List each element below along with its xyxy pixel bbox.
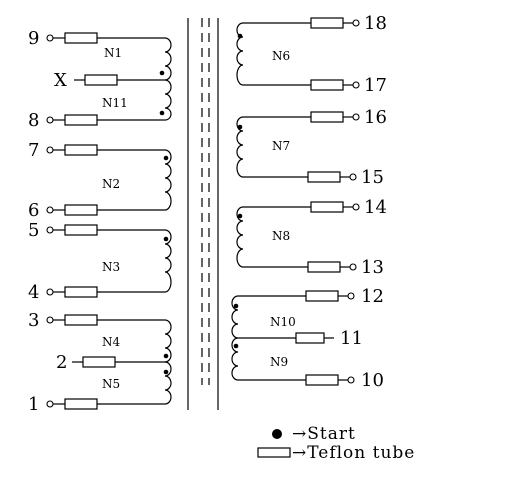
winding-label-n9: N9 (270, 355, 288, 369)
teflon-tube (305, 290, 339, 302)
terminal-1 (46, 400, 54, 408)
winding-n8 (236, 201, 360, 273)
terminal-3 (46, 316, 54, 324)
terminal-9 (46, 34, 54, 42)
teflon-tube (64, 286, 98, 298)
start-dot (237, 124, 243, 130)
terminal-7 (46, 146, 54, 154)
legend-start-dot (272, 429, 282, 439)
teflon-tube (84, 74, 118, 86)
primary-side: 9 X 8 N1 N11 7 6 N2 5 (28, 28, 172, 415)
teflon-tube (305, 374, 339, 386)
teflon-tube (64, 224, 98, 236)
start-dot (237, 33, 243, 39)
pin-label-4: 4 (28, 282, 39, 303)
terminal-4 (46, 288, 54, 296)
pin-label-16: 16 (364, 107, 387, 128)
winding-n4-n5 (46, 314, 172, 410)
start-dot (237, 213, 243, 219)
teflon-tube (64, 144, 98, 156)
winding-n10-n9 (231, 290, 355, 386)
pin-label-7: 7 (28, 140, 39, 161)
pin-label-12: 12 (361, 286, 384, 307)
pin-label-10: 10 (361, 370, 384, 391)
terminal-12 (347, 292, 355, 300)
winding-n1 (46, 32, 172, 126)
terminal-16 (352, 113, 360, 121)
start-dot (233, 343, 239, 349)
winding-label-n11: N11 (102, 96, 128, 110)
pin-label-15: 15 (361, 167, 384, 188)
winding-n2 (46, 144, 172, 216)
winding-label-n3: N3 (102, 260, 120, 274)
terminal-18 (352, 19, 360, 27)
start-dot (163, 155, 169, 161)
terminal-6 (46, 206, 54, 214)
start-dot (159, 70, 165, 76)
teflon-tube (64, 114, 98, 126)
winding-label-n4: N4 (102, 335, 121, 349)
winding-label-n1: N1 (104, 46, 122, 60)
teflon-tube (64, 314, 98, 326)
pin-label-x: X (54, 70, 67, 91)
teflon-tube (310, 111, 344, 123)
teflon-tube (64, 204, 98, 216)
start-dot (163, 236, 169, 242)
core (187, 18, 219, 410)
winding-label-n6: N6 (272, 49, 290, 63)
winding-label-n5: N5 (102, 377, 120, 391)
pin-label-9: 9 (28, 28, 39, 49)
pin-label-18: 18 (364, 13, 387, 34)
winding-n3 (46, 224, 172, 298)
pin-label-13: 13 (361, 257, 384, 278)
terminal-17 (352, 81, 360, 89)
pin-label-8: 8 (28, 110, 39, 131)
winding-n7 (236, 111, 360, 183)
terminal-8 (46, 116, 54, 124)
pin-label-1: 1 (28, 394, 39, 415)
teflon-tube (82, 356, 116, 368)
pin-label-2: 2 (56, 352, 67, 373)
teflon-tube (307, 171, 341, 183)
teflon-tube (64, 32, 98, 44)
legend-teflon-tube-label: →Teflon tube (292, 443, 415, 463)
winding-label-n7: N7 (272, 139, 290, 153)
terminal-13 (349, 263, 357, 271)
start-dot (163, 369, 169, 375)
winding-label-n10: N10 (270, 315, 296, 329)
teflon-tube (310, 79, 344, 91)
pin-label-14: 14 (364, 197, 387, 218)
winding-label-n2: N2 (102, 177, 120, 191)
legend-start-label: →Start (292, 424, 356, 444)
start-dot (163, 353, 169, 359)
teflon-tube (307, 261, 341, 273)
secondary-side: 18 17 N6 16 15 N7 14 13 (231, 13, 387, 391)
pin-label-3: 3 (28, 310, 39, 331)
teflon-tube (310, 17, 344, 29)
teflon-tube (295, 332, 325, 344)
pin-label-5: 5 (28, 220, 39, 241)
terminal-15 (349, 173, 357, 181)
teflon-tube (64, 398, 98, 410)
pin-label-17: 17 (364, 75, 387, 96)
legend: →Start →Teflon tube (257, 424, 415, 463)
pin-label-6: 6 (28, 200, 39, 221)
terminal-5 (46, 226, 54, 234)
terminal-10 (347, 376, 355, 384)
winding-n6 (236, 17, 360, 91)
pin-label-11: 11 (340, 328, 363, 349)
terminal-14 (352, 203, 360, 211)
start-dot (159, 110, 165, 116)
teflon-tube (310, 201, 344, 213)
legend-teflon-tube-symbol (257, 447, 291, 458)
start-dot (233, 303, 239, 309)
winding-label-n8: N8 (272, 229, 290, 243)
